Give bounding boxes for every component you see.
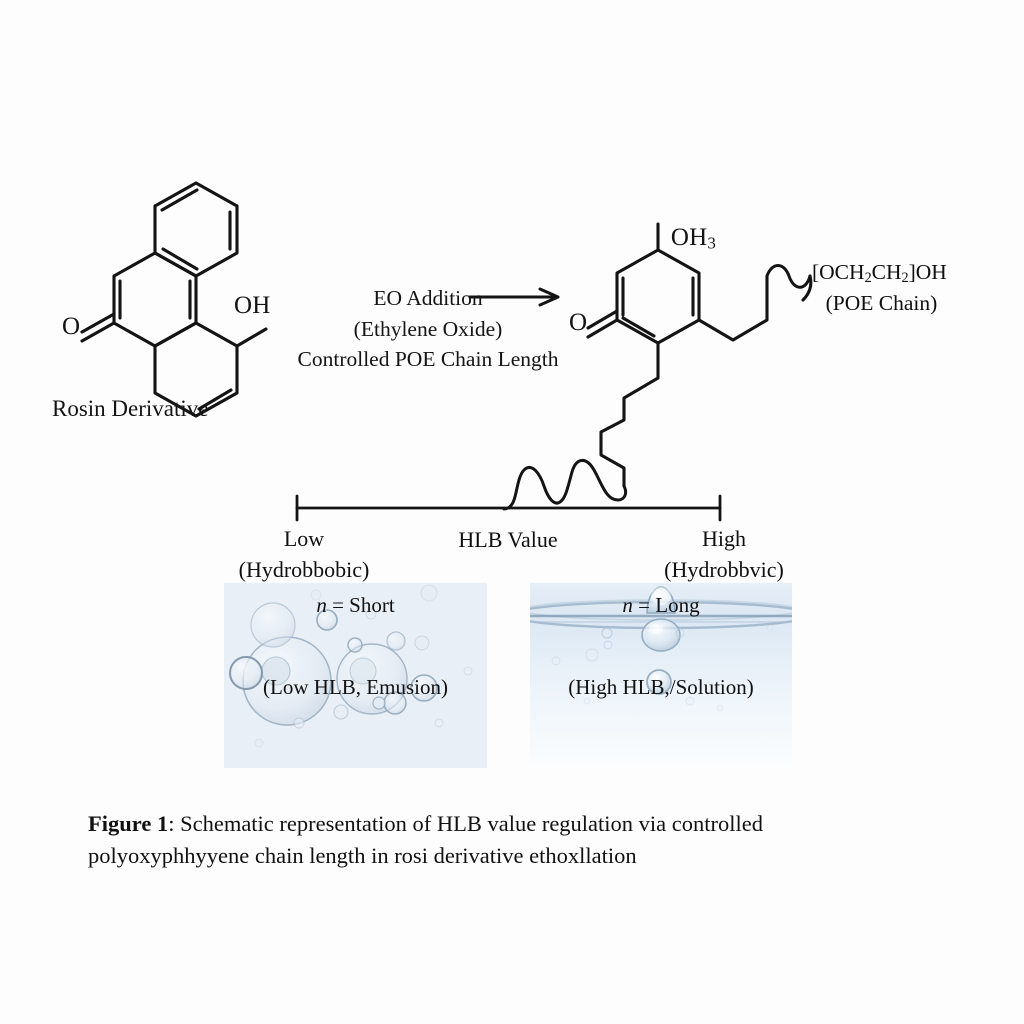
reactant-name-label: Rosin Derivative (52, 396, 209, 421)
panel-emulsion-n-value: = Short (326, 593, 395, 618)
poe-prefix: [OCH (812, 260, 865, 284)
reaction-conditions-block: EO Addition (Ethylene Oxide) Controlled … (298, 283, 559, 375)
poe-chain-label: [OCH2CH2]OH (POE Chain) (812, 257, 947, 319)
poe-mid: CH (871, 260, 902, 284)
panel-solution-caption-line1: n = Long (568, 592, 754, 619)
condition-line-1: EO Addition (373, 286, 483, 310)
condition-line-2: (Ethylene Oxide) (353, 316, 503, 341)
hlb-low-end-label: Low (Hydrobbobic) (239, 524, 370, 586)
figure-caption-text: : Schematic representation of HLB value … (88, 811, 764, 868)
hlb-axis-title: HLB Value (458, 527, 558, 552)
panel-solution-caption: n = Long (High HLB,/Solution) (568, 583, 754, 756)
panel-emulsion-caption-line1: n = Short (263, 592, 448, 619)
condition-line-3: Controlled POE Chain Length (297, 347, 559, 372)
hydroxyl-label-reactant: OH (234, 292, 271, 319)
hlb-low-main: Low (283, 526, 325, 551)
panel-solution-image: n = Long (High HLB,/Solution) (530, 583, 792, 768)
poe-suffix: ]OH (908, 260, 947, 284)
panel-emulsion-caption-line2: (Low HLB, Emusion) (263, 675, 448, 700)
hlb-high-sub: (Hydrobbvic) (664, 556, 784, 582)
panel-emulsion-caption: n = Short (Low HLB, Emusion) (263, 583, 448, 756)
poe-sub-2: 2 (901, 270, 909, 287)
hlb-high-end-label: High (Hydrobbvic) (664, 524, 784, 586)
poe-formula: [OCH2CH2]OH (812, 260, 947, 287)
poe-tail-wave (502, 459, 628, 511)
poe-sub-1: 2 (864, 270, 872, 287)
panel-emulsion-image: n = Short (Low HLB, Emusion) (224, 583, 487, 768)
methoxy-label-product: OH3 (645, 193, 716, 283)
hlb-axis-line (295, 494, 722, 522)
hlb-high-main: High (702, 526, 746, 551)
poe-chain-sublabel: (POE Chain) (825, 291, 938, 316)
methoxy-subscript: 3 (707, 233, 717, 253)
figure-caption: Figure 1: Schematic representation of HL… (88, 808, 898, 872)
ketone-oxygen-label-product: O (569, 309, 588, 336)
ketone-oxygen-label-reactant: O (62, 313, 81, 340)
emulsion-droplets-art (224, 583, 487, 768)
hlb-low-sub: (Hydrobbobic) (238, 556, 370, 582)
panel-solution-n-symbol: n (622, 593, 633, 618)
solution-droplet-art (530, 583, 792, 768)
figure-caption-label: Figure 1 (88, 811, 169, 836)
panel-solution-n-value: = Long (632, 593, 700, 618)
methoxy-text: OH (670, 223, 708, 251)
panel-emulsion-n-symbol: n (316, 593, 327, 618)
panel-solution-caption-line2: (High HLB,/Solution) (568, 675, 754, 700)
